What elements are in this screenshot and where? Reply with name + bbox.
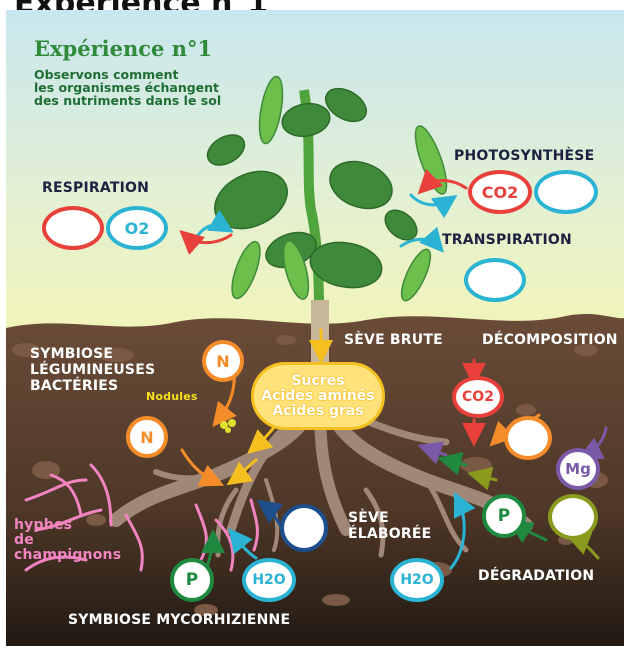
label-seve-elaboree: SÈVE ÉLABORÉE bbox=[348, 510, 431, 542]
bubble-n-lower: N bbox=[126, 416, 168, 458]
bubble-decomposition-empty bbox=[504, 416, 552, 460]
bubble-n-upper: N bbox=[202, 340, 244, 382]
label-transpiration: TRANSPIRATION bbox=[442, 232, 572, 248]
label-seve-brute: SÈVE BRUTE bbox=[344, 332, 443, 348]
bubble-co2-decomposition: CO2 bbox=[452, 376, 504, 418]
bubble-o2: O2 bbox=[106, 206, 168, 250]
label-seve-line-2: ÉLABORÉE bbox=[348, 526, 432, 542]
subtitle-line-3: des nutriments dans le sol bbox=[34, 93, 222, 108]
bubble-co2-photosynthese: CO2 bbox=[468, 170, 532, 214]
sugars-block: Sucres Acides aminés Acides gras bbox=[251, 362, 385, 430]
subtitle-line-2: les organismes échangent bbox=[34, 80, 220, 95]
label-symbiose-legumineuses: SYMBIOSE LÉGUMINEUSES BACTÉRIES bbox=[30, 346, 155, 394]
label-hyphes-line-3: champignons bbox=[14, 547, 122, 563]
pea-pods bbox=[231, 75, 448, 302]
bubble-mg: Mg bbox=[556, 448, 600, 490]
label-hyphes: hyphes de champignons bbox=[14, 518, 121, 563]
label-hyphes-line-1: hyphes bbox=[14, 517, 73, 533]
label-respiration: RESPIRATION bbox=[42, 180, 150, 196]
bubble-p-right: P bbox=[482, 494, 526, 538]
label-symbiose-line-3: BACTÉRIES bbox=[30, 378, 119, 394]
label-symbiose-line-1: SYMBIOSE bbox=[30, 346, 114, 362]
sugars-line-1: Sucres bbox=[291, 372, 345, 389]
label-symbiose-line-2: LÉGUMINEUSES bbox=[30, 362, 156, 378]
bubble-h2o-left: H2O bbox=[242, 558, 296, 602]
label-symbiose-mycorhizienne: SYMBIOSE MYCORHIZIENNE bbox=[68, 612, 291, 628]
diagram-subtitle: Observons comment les organismes échange… bbox=[34, 68, 234, 107]
bubble-transpiration-empty bbox=[464, 258, 526, 302]
sugars-line-3: Acides gras bbox=[272, 402, 364, 419]
label-degradation: DÉGRADATION bbox=[478, 568, 595, 584]
bubble-h2o-right: H2O bbox=[390, 558, 444, 602]
label-nodules: Nodules bbox=[146, 390, 198, 403]
bubble-respiration-empty bbox=[42, 206, 104, 250]
subtitle-line-1: Observons comment bbox=[34, 67, 179, 82]
label-photosynthese: PHOTOSYNTHÈSE bbox=[454, 148, 595, 164]
label-seve-line-1: SÈVE bbox=[348, 510, 389, 526]
bubble-degradation-empty bbox=[548, 494, 598, 540]
bubble-photosynthese-empty bbox=[534, 170, 598, 214]
illustration: Expérience n°1 Observons comment les org… bbox=[6, 10, 624, 646]
bubble-mycorhizien-empty bbox=[280, 504, 328, 552]
nodules bbox=[220, 419, 236, 433]
label-decomposition: DÉCOMPOSITION bbox=[482, 332, 618, 348]
label-hyphes-line-2: de bbox=[14, 532, 34, 548]
sugars-line-2: Acides aminés bbox=[261, 387, 375, 404]
bubble-p-left: P bbox=[170, 558, 214, 602]
diagram-title: Expérience n°1 bbox=[34, 36, 213, 61]
